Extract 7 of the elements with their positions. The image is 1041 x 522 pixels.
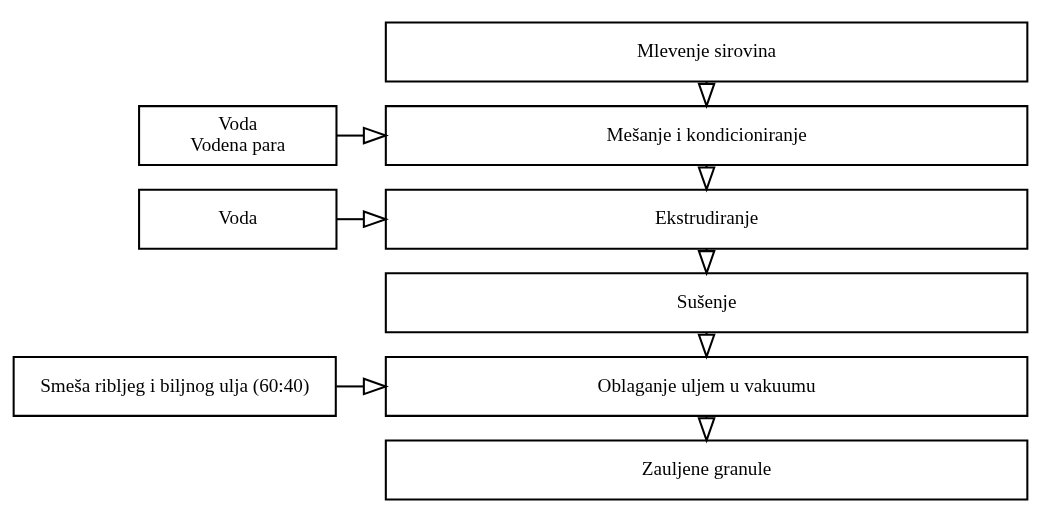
- arrow: [336, 377, 389, 396]
- arrow: [336, 126, 389, 145]
- arrow: [336, 210, 389, 229]
- node-box: Voda: [138, 188, 338, 250]
- node-box: Voda Vodena para: [138, 105, 338, 167]
- node-box: Zauljene granule: [384, 439, 1029, 501]
- node-box: Smeša ribljeg i biljnog ulja (60:40): [12, 355, 337, 417]
